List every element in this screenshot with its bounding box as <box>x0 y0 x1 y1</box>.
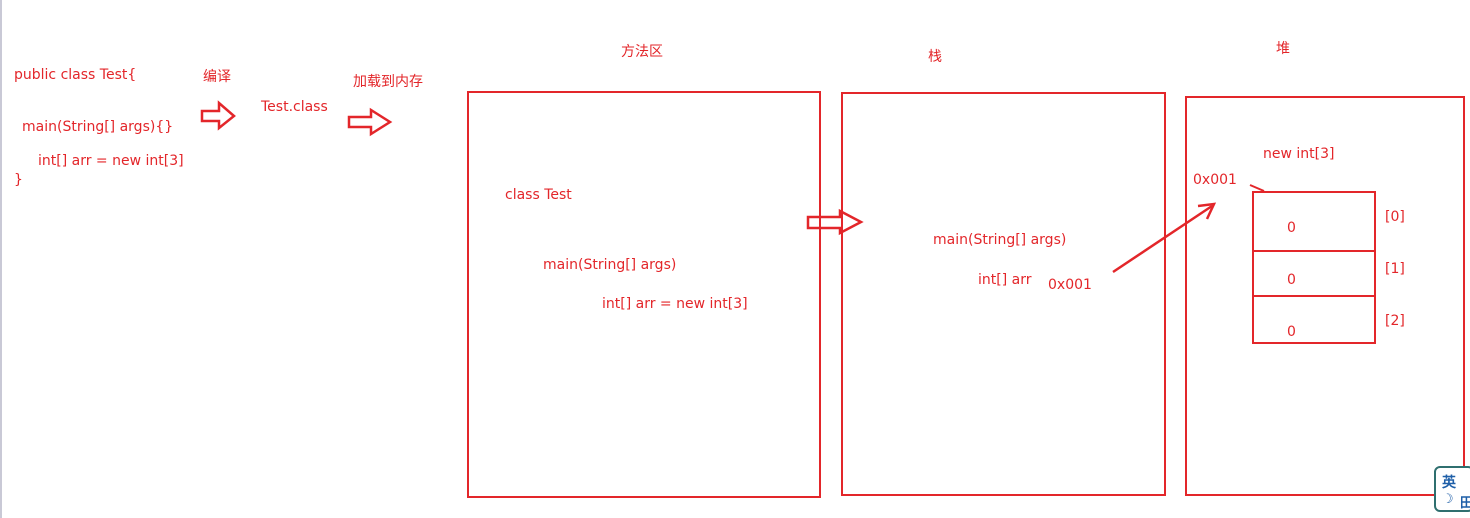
load-label: 加载到内存 <box>353 74 423 90</box>
array-cell <box>1252 191 1376 252</box>
array-cell-value: 0 <box>1287 324 1296 340</box>
stack-ref-value: 0x001 <box>1048 277 1092 293</box>
ime-language-indicator[interactable]: 英 <box>1442 475 1456 491</box>
method-area-box <box>467 91 821 498</box>
array-cell-value: 0 <box>1287 220 1296 236</box>
array-cell-value: 0 <box>1287 272 1296 288</box>
stack-var-label: int[] arr <box>978 272 1032 288</box>
heap-new-label: new int[3] <box>1263 146 1335 162</box>
array-cell <box>1252 250 1376 297</box>
ime-status-widget[interactable]: 英 ☽ 田 <box>1434 466 1470 512</box>
stack-main-label: main(String[] args) <box>933 232 1067 248</box>
array-index-label: [0] <box>1385 209 1405 225</box>
array-cell <box>1252 295 1376 344</box>
compile-arrow-icon <box>200 100 236 131</box>
source-line-class: public class Test{ <box>14 67 137 83</box>
heap-title: 堆 <box>1276 41 1290 57</box>
stack-box <box>841 92 1166 496</box>
source-line-array: int[] arr = new int[3] <box>38 153 184 169</box>
moon-icon[interactable]: ☽ <box>1442 492 1454 507</box>
compile-label: 编译 <box>203 69 231 85</box>
keyboard-grid-icon[interactable]: 田 <box>1460 496 1470 511</box>
method-area-title: 方法区 <box>621 44 663 60</box>
array-index-label: [1] <box>1385 261 1405 277</box>
load-arrow-icon <box>347 107 393 137</box>
heap-address: 0x001 <box>1193 172 1237 188</box>
heap-box <box>1185 96 1465 496</box>
method-area-statement: int[] arr = new int[3] <box>602 296 748 312</box>
left-edge-line <box>0 0 2 518</box>
source-line-main: main(String[] args){} <box>22 119 174 135</box>
source-line-close: } <box>14 172 23 188</box>
classfile-label: Test.class <box>261 99 328 115</box>
method-area-main-label: main(String[] args) <box>543 257 677 273</box>
array-index-label: [2] <box>1385 313 1405 329</box>
stack-title: 栈 <box>928 49 942 65</box>
method-area-class-label: class Test <box>505 187 572 203</box>
